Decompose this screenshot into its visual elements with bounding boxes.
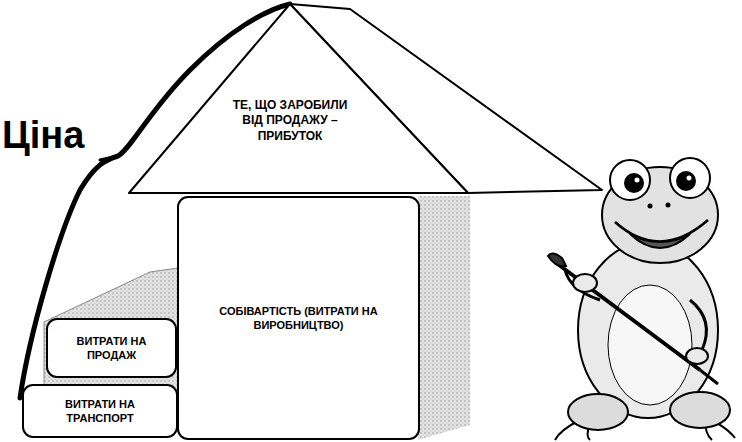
box-text: СОБІВАРТІСТЬ (ВИТРАТИ НА ВИРОБНИЦТВО) — [193, 304, 404, 333]
box-text: ВИТРАТИ НА ПРОДАЖ — [54, 334, 169, 363]
cost-box: СОБІВАРТІСТЬ (ВИТРАТИ НА ВИРОБНИЦТВО) — [177, 196, 420, 440]
roof-triangle: ТЕ, ЩО ЗАРОБИЛИ ВІД ПРОДАЖУ – ПРИБУТОК — [128, 3, 470, 195]
cost-box: ВИТРАТИ НА ПРОДАЖ — [46, 318, 177, 378]
roof-shape — [129, 4, 468, 193]
step-shadow — [44, 268, 178, 392]
frog-illustration — [548, 158, 735, 440]
profit-text: ТЕ, ЩО ЗАРОБИЛИ ВІД ПРОДАЖУ – ПРИБУТОК — [226, 98, 354, 145]
price-label: Ціна — [2, 116, 84, 154]
box-text: ВИТРАТИ НА ТРАНСПОРТ — [30, 397, 170, 426]
brace-tip — [100, 156, 118, 160]
cost-box: ВИТРАТИ НА ТРАНСПОРТ — [22, 384, 178, 438]
block-shadow — [418, 196, 470, 440]
